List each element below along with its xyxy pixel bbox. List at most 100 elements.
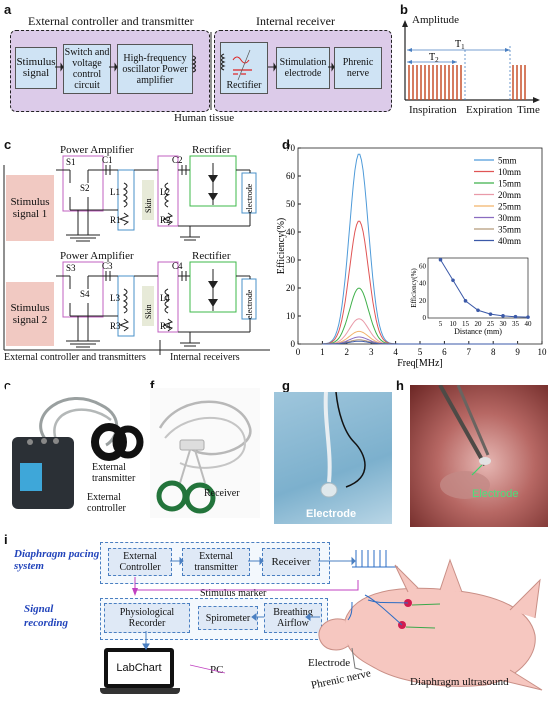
coil-a-label: L3 xyxy=(110,293,120,303)
rectifier-box xyxy=(189,155,237,207)
coil-icon xyxy=(122,182,128,208)
external-transmitter-box: External transmitter xyxy=(182,548,250,576)
coil-icon xyxy=(122,288,128,314)
resistor-icon xyxy=(162,212,174,226)
rx-coil-box xyxy=(157,155,179,227)
panel-label-b: b xyxy=(400,2,408,17)
panel-label-g: g xyxy=(282,378,290,393)
inset-x-tick-label: 15 xyxy=(462,320,470,328)
x-tick-label: 10 xyxy=(538,347,548,357)
skin-band xyxy=(142,180,154,220)
inset-frame xyxy=(427,257,529,319)
switch-a-label: S3 xyxy=(66,263,76,273)
electrode-label-i: Electrode xyxy=(308,657,351,669)
coil-a-label: L1 xyxy=(110,187,120,197)
switch-b-label: S4 xyxy=(80,289,90,299)
human-tissue-label: Human tissue xyxy=(174,112,235,124)
skin-band xyxy=(142,286,154,326)
series-line-40mm xyxy=(322,340,518,345)
t2-sub: 2 xyxy=(435,56,439,64)
inset-y-tick-label: 40 xyxy=(419,280,427,288)
external-title: External controller and transmitter xyxy=(28,14,194,28)
rx-coil-box xyxy=(157,261,179,333)
t1-label: T1 xyxy=(455,39,465,51)
inset-x-tick-label: 40 xyxy=(525,320,533,328)
rectifier-box: Rectifier xyxy=(220,42,268,94)
cap-b-label: C2 xyxy=(172,155,183,165)
rectifier-box xyxy=(189,261,237,313)
resistor-icon xyxy=(162,318,174,332)
inset-y-axis-label: Efficiency(%) xyxy=(410,268,418,308)
signal-recording-label: Signal recording xyxy=(24,603,68,629)
panel-label-d: d xyxy=(282,137,290,152)
power-amplifier-1-label: Power Amplifier xyxy=(60,144,134,156)
power-amplifier-2-label: Power Amplifier xyxy=(60,250,134,262)
inset-x-tick-label: 20 xyxy=(475,320,483,328)
coil-b-label: L2 xyxy=(160,187,170,197)
electrode-photo-g xyxy=(274,392,392,524)
resistor-icon xyxy=(118,212,130,226)
coil-icon xyxy=(164,288,170,314)
legend-label-5mm: 5mm xyxy=(498,156,517,166)
t1-sub: 1 xyxy=(461,43,465,51)
y-tick-label: 70 xyxy=(286,143,296,153)
receive-coil-icon xyxy=(220,53,226,71)
pc-label: PC xyxy=(210,664,224,676)
legend-label-40mm: 40mm xyxy=(498,236,521,246)
inset-point xyxy=(476,308,480,313)
inset-x-tick-label: 10 xyxy=(450,320,458,328)
panel-b-waveform: T1 T2 xyxy=(402,20,540,103)
external-transmitters-label: External controller and transmitters xyxy=(4,352,146,363)
labchart-laptop: LabChart xyxy=(100,648,180,696)
t2-label: T2 xyxy=(429,52,439,64)
switch-a-label: S1 xyxy=(66,157,76,167)
receiver-label: Receiver xyxy=(204,488,240,499)
inset-x-axis-label: Distance (mm) xyxy=(454,327,502,336)
spirometer-box: Spirometer xyxy=(198,606,258,630)
panel-label-h: h xyxy=(396,378,404,393)
coil-b-label: L4 xyxy=(160,293,170,303)
x-tick-label: 4 xyxy=(393,347,398,357)
res-b-label: R2 xyxy=(160,215,171,225)
external-controller-box: External Controller xyxy=(108,548,172,576)
y-axis-label: Efficiency(%) xyxy=(276,218,287,274)
receiver-photo xyxy=(150,388,260,518)
y-tick-label: 10 xyxy=(286,311,296,321)
x-tick-label: 0 xyxy=(296,347,301,357)
electrode-label: electrode xyxy=(245,289,254,319)
inset-point xyxy=(463,299,468,303)
inset-point xyxy=(501,314,505,318)
diaphragm-pacing-system-label: Diaphragm pacing system xyxy=(14,548,100,572)
inspiration-label: Inspiration xyxy=(409,104,457,116)
internal-receivers-label: Internal receivers xyxy=(170,352,240,363)
coil-box xyxy=(117,169,135,231)
x-tick-label: 6 xyxy=(442,347,447,357)
external-controller-photo xyxy=(6,385,146,530)
internal-title: Internal receiver xyxy=(256,14,335,28)
inset-line xyxy=(440,259,529,318)
transmit-coil-icon xyxy=(191,55,197,73)
legend-label-30mm: 30mm xyxy=(498,213,521,223)
legend-label-10mm: 10mm xyxy=(498,167,521,177)
inset-x-tick-label: 30 xyxy=(500,320,508,328)
res-a-label: R3 xyxy=(110,321,121,331)
x-axis-label: Freq[MHz] xyxy=(397,358,443,369)
physiological-recorder-box: Physiological Recorder xyxy=(104,603,190,633)
phrenic-nerve-box: Phrenic nerve xyxy=(334,47,382,89)
external-transmitter-label: External transmitter xyxy=(92,462,136,484)
x-tick-label: 9 xyxy=(515,347,520,357)
expiration-label: Expiration xyxy=(466,104,513,116)
x-tick-label: 2 xyxy=(345,347,350,357)
legend-label-15mm: 15mm xyxy=(498,179,521,189)
inset-point xyxy=(438,257,443,262)
cap-a-label: C3 xyxy=(102,261,113,271)
switch-box xyxy=(62,261,104,318)
inset-point xyxy=(513,314,518,319)
inset-x-tick-label: 5 xyxy=(439,320,443,328)
coil-box xyxy=(117,275,135,337)
res-b-label: R4 xyxy=(160,321,171,331)
skin-label: Skin xyxy=(144,198,153,213)
